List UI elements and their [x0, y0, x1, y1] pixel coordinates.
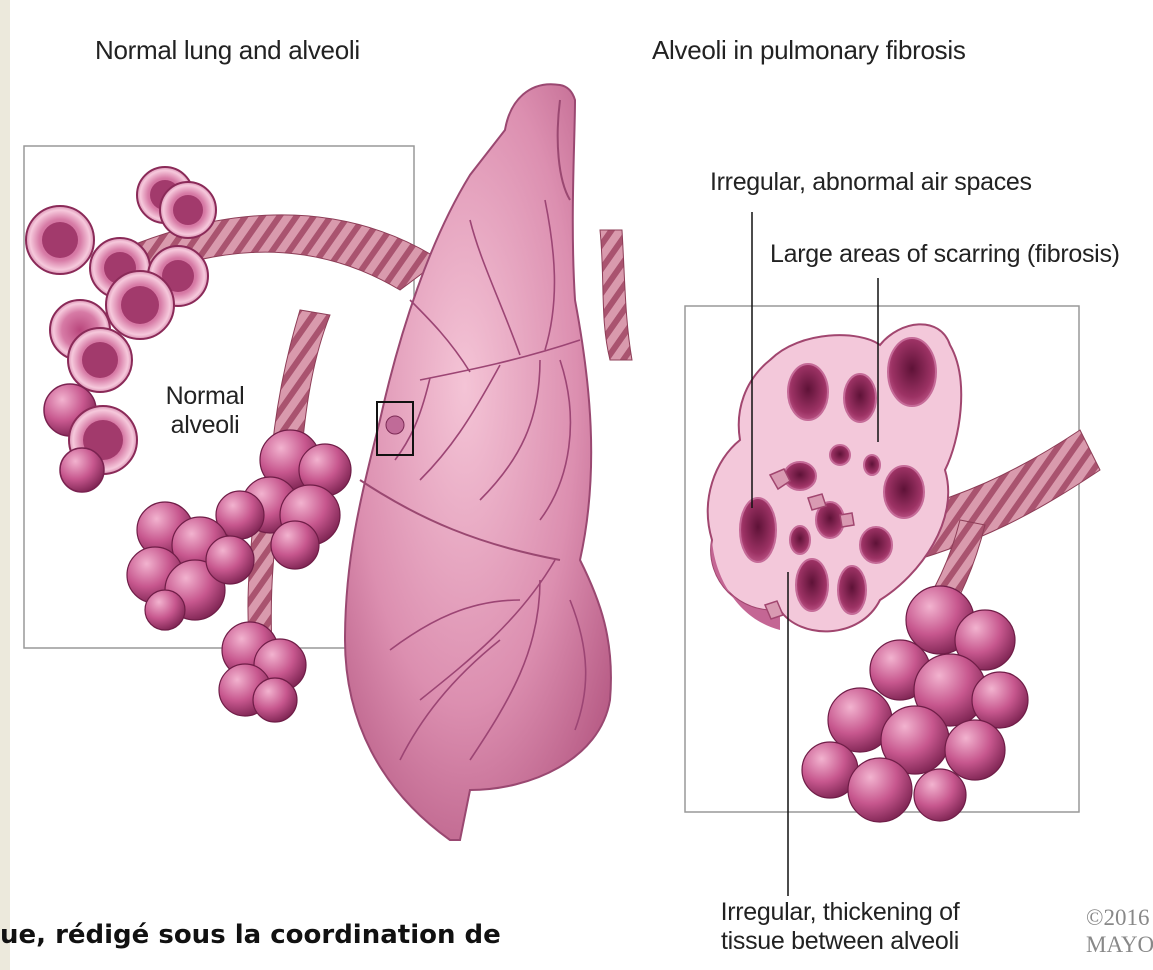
copyright-owner: MAYO — [1086, 931, 1153, 958]
left-panel-heading: Normal lung and alveoli — [95, 36, 360, 66]
normal-alveoli-label-line1: Normal — [140, 382, 270, 411]
copyright-mark: ©2016 MAYO — [1086, 904, 1153, 958]
thickening-label: Irregular, thickening of tissue between … — [690, 898, 990, 956]
thickening-label-line2: tissue between alveoli — [690, 927, 990, 956]
slide-caption-fragment: ue, rédigé sous la coordination de — [0, 920, 501, 950]
normal-alveoli-label: Normal alveoli — [140, 382, 270, 440]
copyright-year: ©2016 — [1086, 904, 1153, 931]
right-panel-heading: Alveoli in pulmonary fibrosis — [652, 36, 966, 66]
scarring-label: Large areas of scarring (fibrosis) — [770, 240, 1120, 269]
normal-alveoli-rings — [26, 167, 216, 492]
thickening-label-line1: Irregular, thickening of — [690, 898, 990, 927]
lung-organ — [345, 84, 632, 840]
alveolar-cluster-bottom — [219, 622, 306, 722]
normal-alveoli-label-line2: alveoli — [140, 411, 270, 440]
fibrotic-cross-section — [708, 324, 961, 631]
air-spaces-label: Irregular, abnormal air spaces — [710, 168, 1032, 197]
